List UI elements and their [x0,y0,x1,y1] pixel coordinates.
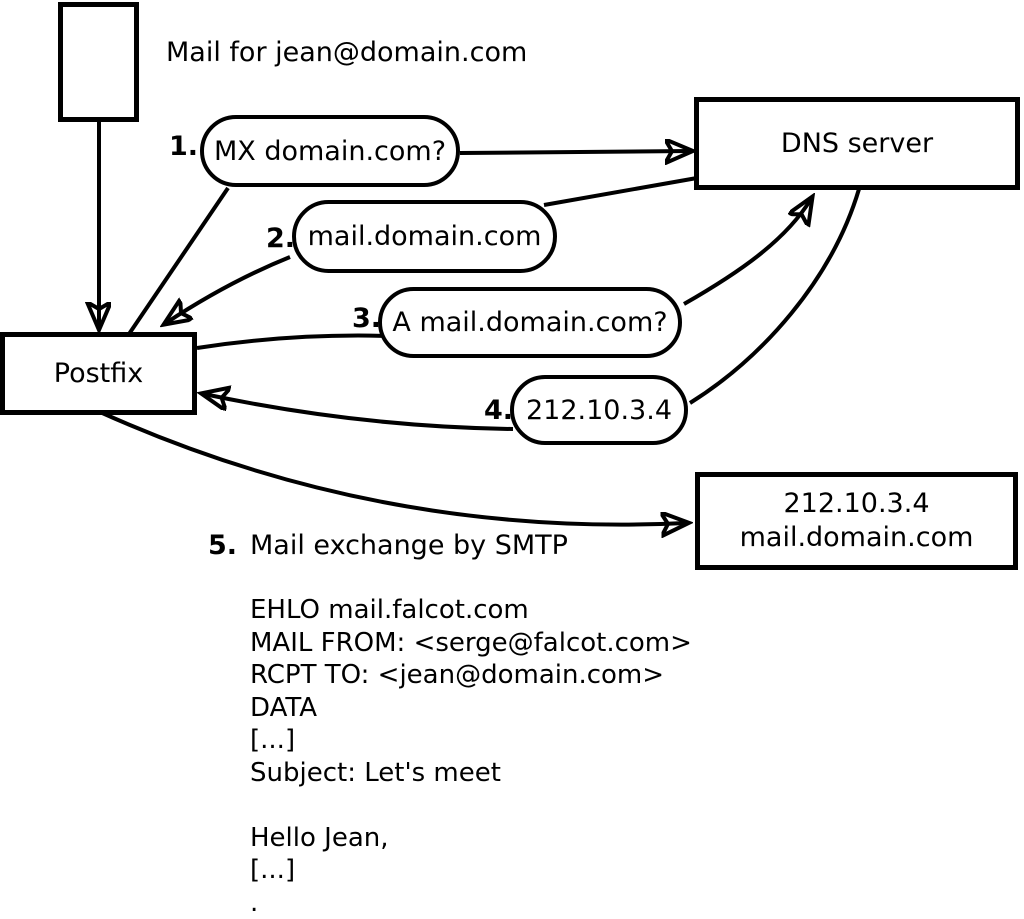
mail-note: Mail for jean@domain.com [166,37,528,68]
smtp-session-text: EHLO mail.falcot.com MAIL FROM: <serge@f… [250,595,692,918]
postfix-box: Postfix [0,332,197,415]
query-a-pill: A mail.domain.com? [378,287,682,358]
step-5-label: Mail exchange by SMTP [250,530,568,561]
dns-server-label: DNS server [780,127,934,159]
dns-server-box: DNS server [694,97,1020,190]
step-1-number: 1. [169,131,199,162]
line-postfix-to-query1 [127,186,230,336]
answer-a-pill: 212.10.3.4 [510,375,688,445]
arrow-query3-to-dns [683,199,811,306]
step-2-number: 2. [266,223,296,254]
step-5-number: 5. [208,530,238,561]
arrow-postfix-to-mailserver [99,410,686,525]
postfix-label: Postfix [53,357,144,389]
line-dns-to-answer2 [543,176,698,207]
step-3-number: 3. [352,303,382,334]
arrow-answer4-to-postfix [204,394,514,431]
answer-mx-pill: mail.domain.com [292,200,557,273]
mail-server-ip: 212.10.3.4 [783,488,930,519]
arrow-answer2-to-postfix [166,255,291,323]
mail-server-hostname: mail.domain.com [739,522,974,553]
mail-message-box [58,2,139,122]
line-dns-to-answer4 [688,188,861,405]
mail-server-box: 212.10.3.4 mail.domain.com [695,472,1018,570]
query-mx-pill: MX domain.com? [200,115,460,187]
arrow-query1-to-dns [459,151,690,153]
step-4-number: 4. [484,395,514,426]
